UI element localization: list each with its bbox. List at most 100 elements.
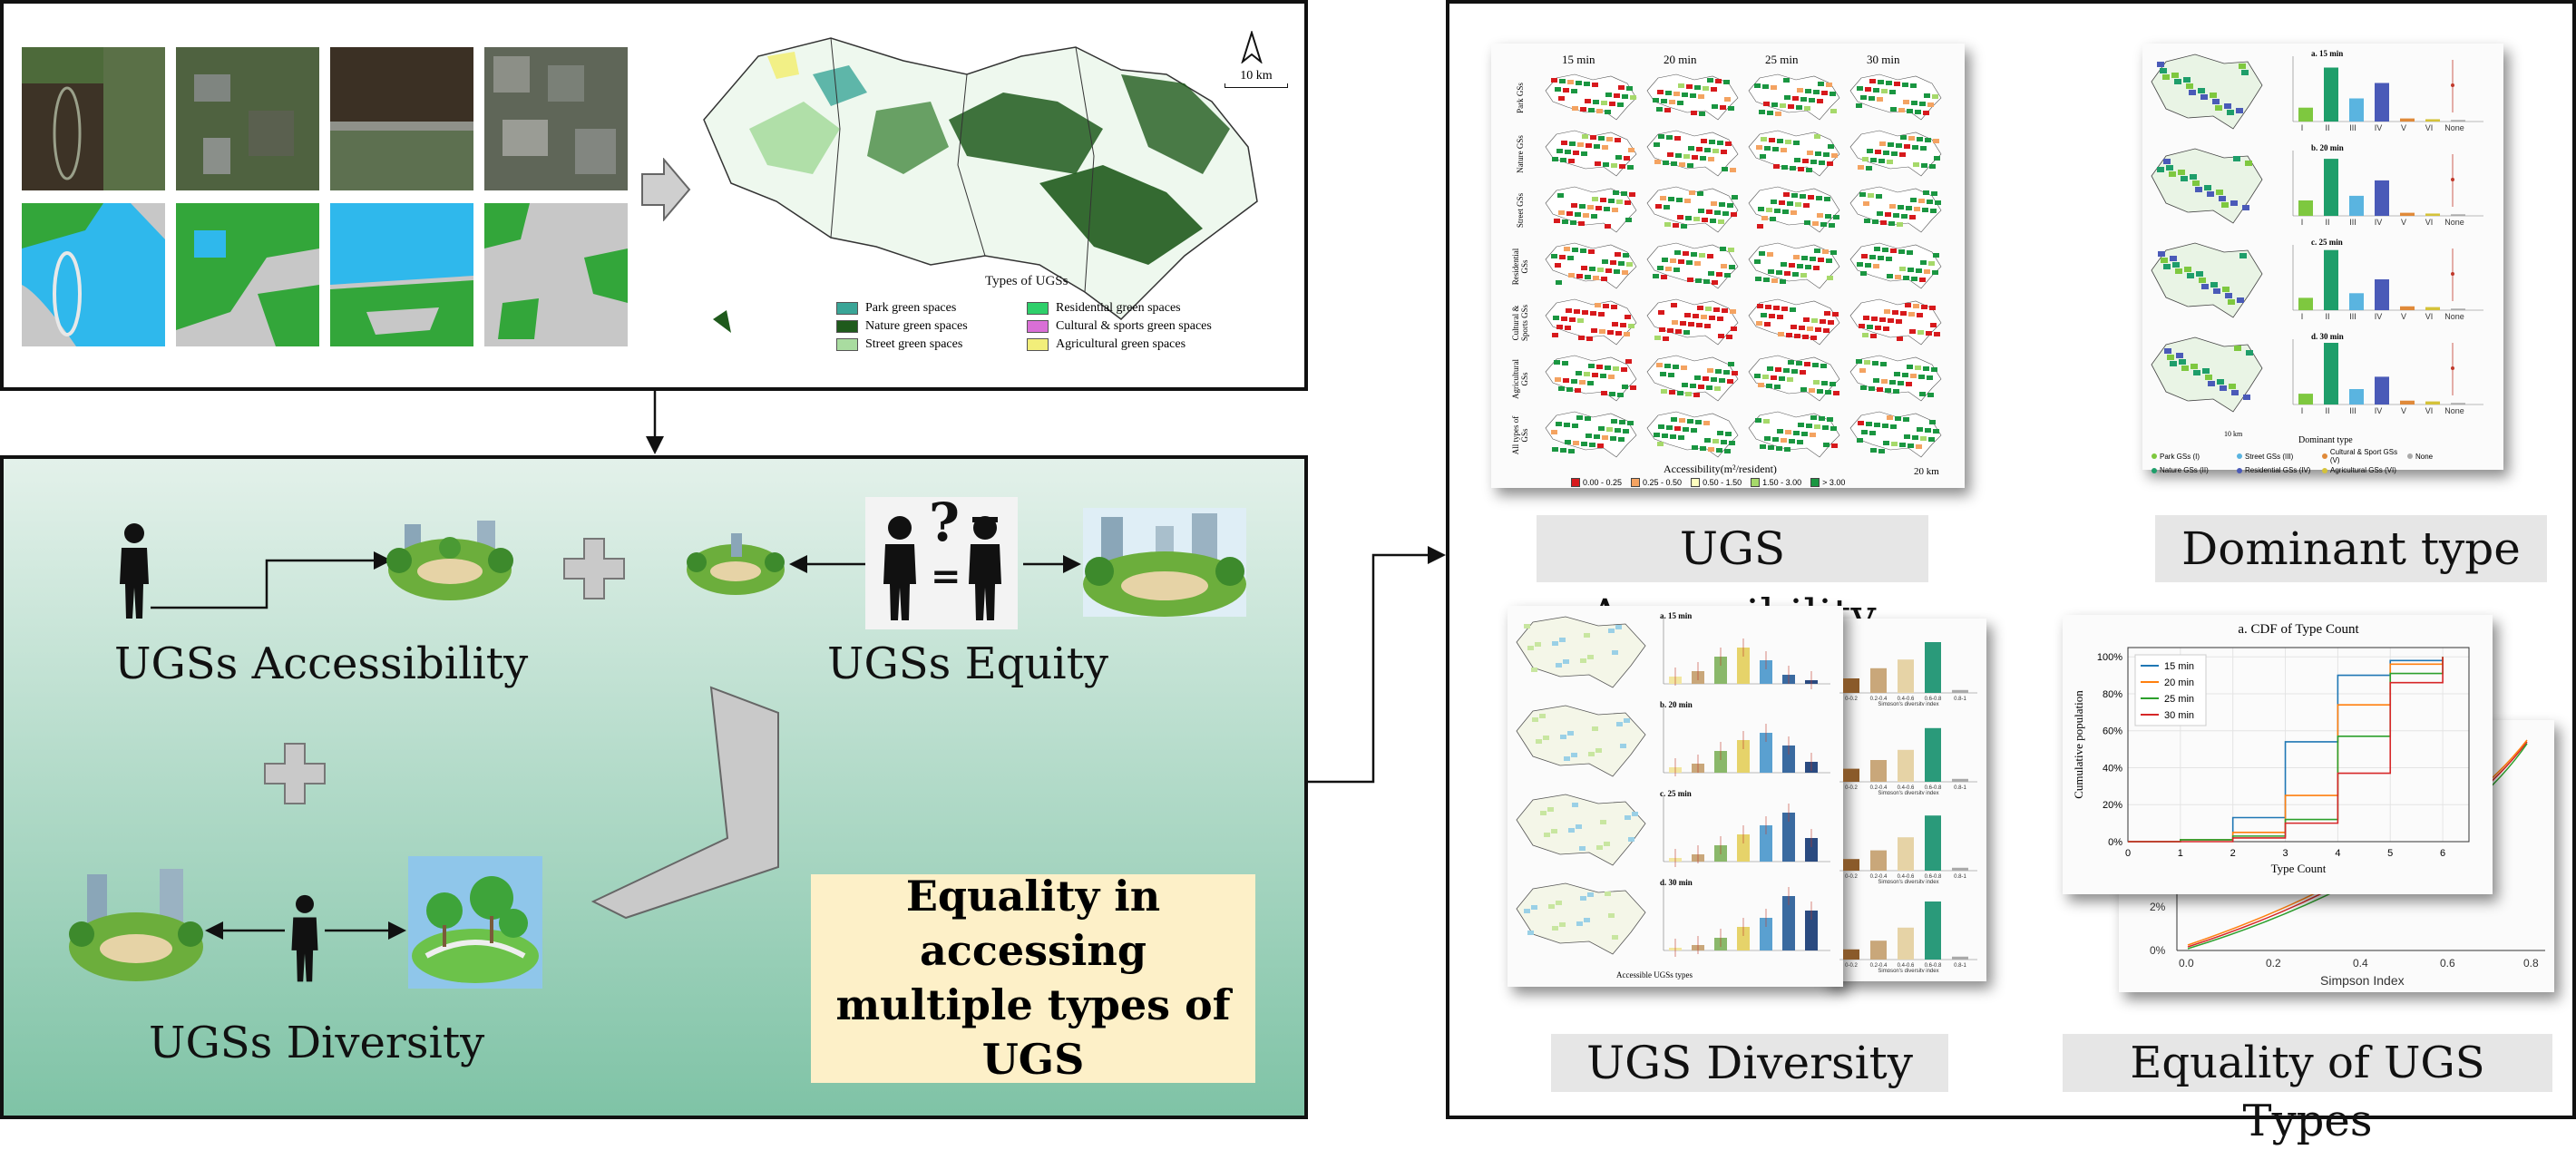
access-col-header: 30 min <box>1867 53 1900 66</box>
cdf-xtick: 0 <box>2125 848 2131 859</box>
dominant-legend-dot <box>2237 467 2242 473</box>
types-legend-item: Nature green spaces <box>836 317 1027 336</box>
simpson-xcaption: Simpson's diversity index <box>1878 880 1938 883</box>
cdf-xtick: 5 <box>2387 848 2393 859</box>
access-legend-label: 0.25 - 0.50 <box>1643 478 1683 487</box>
simpson-bar <box>1898 927 1914 960</box>
plus-icon <box>563 538 625 599</box>
dominant-xlabel: V <box>2401 123 2406 132</box>
diversity-mini-map <box>1516 794 1646 866</box>
types-legend-title: Types of UGSs <box>985 274 1068 288</box>
access-legend-label: 0.00 - 0.25 <box>1583 478 1623 487</box>
simpson-back-svg: 2% 0% 0.0 0.2 0.4 0.6 0.8 Simpson Index <box>2150 729 2545 988</box>
access-mini-map <box>1545 73 1637 121</box>
cdf-xtick: 6 <box>2440 848 2445 859</box>
access-path-arrow <box>151 551 392 609</box>
dominant-xlabel: I <box>2301 123 2304 132</box>
cdf-xtick: 4 <box>2335 848 2340 859</box>
access-row-label: Street GSs <box>1516 192 1525 229</box>
dominant-legend-item: Cultural & Sport GSs (V) <box>2322 448 2407 464</box>
cdf-xlabel: Type Count <box>2271 862 2327 875</box>
dominant-bar <box>2349 389 2364 404</box>
access-mini-map <box>1646 298 1739 346</box>
access-row-label: All types of GSs <box>1511 415 1529 455</box>
access-mini-map <box>1545 242 1637 289</box>
dominant-xlabel: VI <box>2425 312 2434 321</box>
dominant-legend-item: Agricultural GSs (VI) <box>2322 466 2407 474</box>
dominant-subtitle: c. 25 min <box>2311 238 2343 247</box>
legend-swatch <box>836 302 858 315</box>
dominant-legend-dot <box>2322 467 2327 473</box>
simpson-bar <box>1925 901 1941 960</box>
diversity-bar <box>1737 648 1750 684</box>
dominant-xlabel: II <box>2325 123 2329 132</box>
diversity-bar <box>1805 911 1818 950</box>
simpson-bar <box>1843 949 1859 960</box>
types-legend-item: Park green spaces <box>836 299 1027 317</box>
diversity-bar <box>1737 740 1750 773</box>
cdf-legend-label: 20 min <box>2164 677 2194 688</box>
dominant-xlabel: II <box>2325 312 2329 321</box>
back-xtick-3: 0.6 <box>2440 957 2455 970</box>
legend-label: Cultural & sports green spaces <box>1056 319 1212 333</box>
dominant-bar <box>2349 98 2364 122</box>
dominant-legend-label: Street GSs (III) <box>2245 452 2294 461</box>
legend-label: Agricultural green spaces <box>1056 337 1186 351</box>
simpson-xlabel: 0.6-0.8 <box>1925 963 1942 969</box>
dominant-bar <box>2425 213 2440 216</box>
cdf-xtick: 2 <box>2230 848 2236 859</box>
dominant-legend-title: Dominant type <box>2298 435 2353 445</box>
dominant-xlabel: V <box>2401 218 2406 227</box>
back-xlabel: Simpson Index <box>2320 973 2405 988</box>
right-arrow-icon <box>641 158 691 221</box>
diversity-bar <box>1782 896 1795 950</box>
access-legend-item: 0.00 - 0.25 <box>1571 477 1622 488</box>
cdf-xtick: 3 <box>2282 848 2288 859</box>
dominant-xlabel: III <box>2349 123 2356 132</box>
satellite-thumb-1 <box>22 47 165 190</box>
simpson-bar <box>1870 850 1887 871</box>
access-col-header: 15 min <box>1562 53 1595 66</box>
access-mini-map <box>1646 355 1739 402</box>
park-illustration <box>386 521 513 600</box>
dominant-mini-map <box>2151 54 2263 130</box>
dominant-xlabel: IV <box>2375 218 2383 227</box>
diversity-mini-map <box>1516 882 1646 955</box>
access-mini-map <box>1545 298 1637 346</box>
dominant-legend-dot <box>2152 453 2157 459</box>
equality-box: Equality in accessing multiple types of … <box>811 872 1255 1084</box>
access-mini-map <box>1545 411 1637 458</box>
diversity-bar <box>1737 834 1750 862</box>
city-park-illustration-2 <box>69 869 203 981</box>
cdf-series-line <box>2128 657 2444 843</box>
diversity-subtitle: d. 30 min <box>1660 878 1693 887</box>
simpson-xlabel: 0.6-0.8 <box>1925 785 1942 791</box>
simpson-bar <box>1870 760 1887 782</box>
access-col-header: 25 min <box>1765 53 1799 66</box>
dominant-legend-item: Residential GSs (IV) <box>2237 466 2322 474</box>
diversity-bar-chart <box>1663 796 1830 867</box>
access-mini-map <box>1646 411 1739 458</box>
simpson-xlabel: 0.6-0.8 <box>1925 697 1942 702</box>
cdf-ytick: 20% <box>2103 800 2122 811</box>
dominant-xlabel: None <box>2444 406 2464 415</box>
access-legend-item: > 3.00 <box>1810 477 1845 488</box>
simpson-xlabel: 0.4-0.6 <box>1898 785 1915 791</box>
dominant-legend-dot <box>2322 453 2327 459</box>
concept-panel: UGSs Accessibility ? = UGSs Equity <box>0 455 1308 1119</box>
access-legend-item: 1.50 - 3.00 <box>1751 477 1801 488</box>
access-legend-label: 0.50 - 1.50 <box>1703 478 1742 487</box>
types-legend-item: Cultural & sports green spaces <box>1027 317 1235 336</box>
diversity-bar-chart <box>1663 619 1830 689</box>
access-legend-title: Accessibility(m²/resident) <box>1664 463 1777 475</box>
dominant-xlabel: III <box>2349 312 2356 321</box>
dominant-bar <box>2375 180 2389 216</box>
simpson-bar <box>1952 956 1968 960</box>
dominant-xlabel: III <box>2349 406 2356 415</box>
access-row-label: Residential GSs <box>1511 248 1529 286</box>
